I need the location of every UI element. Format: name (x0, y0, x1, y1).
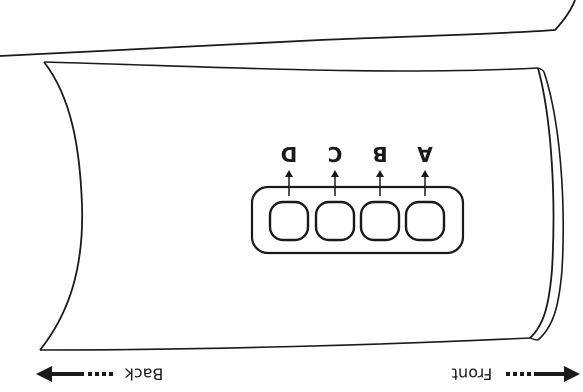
label-b: B (372, 142, 387, 166)
panel-top-edge (43, 61, 539, 72)
back-arrow (36, 366, 113, 382)
button-panel (250, 185, 465, 255)
front-arrow (506, 366, 580, 382)
leader-arrow-b (376, 170, 384, 196)
label-c: C (328, 142, 343, 166)
front-label: Front (452, 365, 492, 384)
leader-arrow-d (285, 170, 293, 196)
body-front-edge-rim (529, 67, 545, 341)
button-c[interactable] (314, 200, 356, 242)
button-d[interactable] (268, 200, 310, 242)
leader-arrow-a (421, 170, 429, 196)
label-d: D (281, 142, 298, 166)
button-a[interactable] (404, 200, 446, 242)
panel-bottom-edge (39, 337, 531, 351)
leader-arrow-c (331, 170, 339, 196)
back-label: Back (124, 365, 164, 384)
button-b[interactable] (359, 200, 401, 242)
label-a: A (417, 142, 433, 166)
body-back-edge (39, 61, 84, 351)
body-top-edge (0, 0, 576, 57)
body-front-edge-inner (537, 71, 564, 341)
body-front-edge-outer (529, 67, 555, 339)
